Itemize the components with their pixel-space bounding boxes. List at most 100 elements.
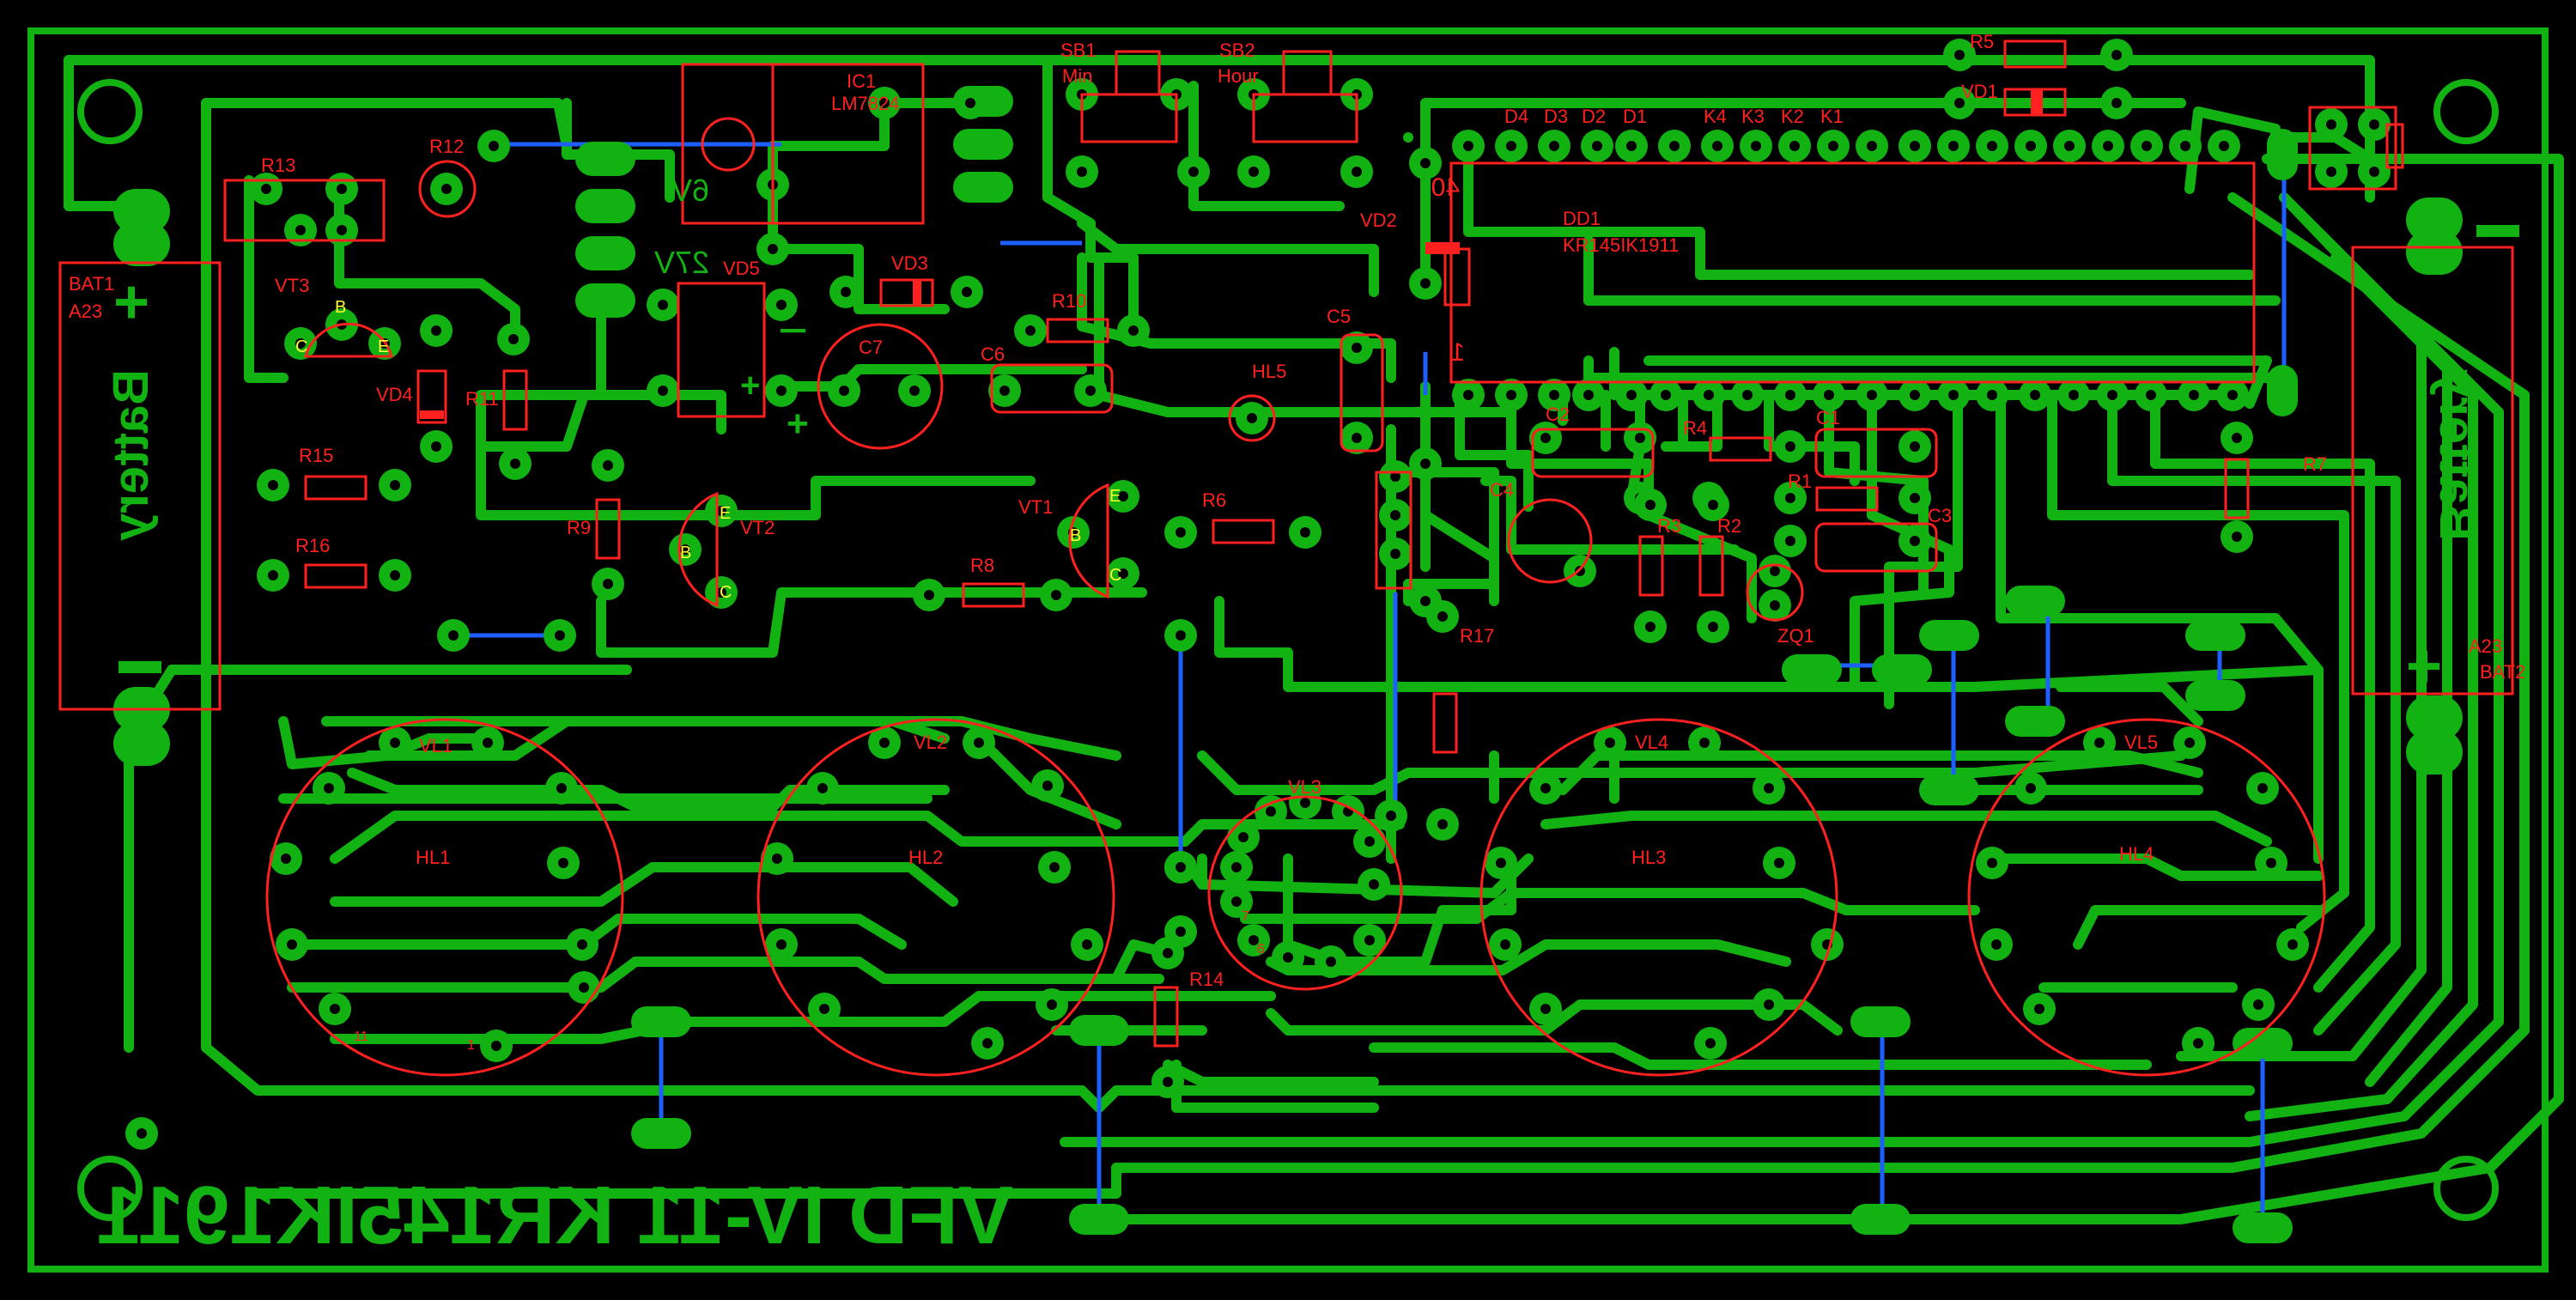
diode-bands xyxy=(420,89,2043,419)
vt2-pin-b: B xyxy=(680,544,691,562)
drill-hole xyxy=(1420,158,1431,168)
drill-hole xyxy=(1824,390,1834,400)
drill-hole xyxy=(579,982,589,993)
label-r17: R17 xyxy=(1460,625,1494,647)
drill-hole xyxy=(879,738,890,748)
drill-hole xyxy=(2257,783,2268,793)
drill-hole xyxy=(556,783,567,793)
drill-hole xyxy=(1463,390,1473,400)
label-k1: K1 xyxy=(1820,106,1844,127)
drill-hole xyxy=(1238,832,1249,842)
drill-hole xyxy=(974,738,984,748)
drill-hole xyxy=(1506,141,1516,151)
drill-hole xyxy=(390,570,400,580)
drill-hole xyxy=(1352,433,1362,443)
drill-hole xyxy=(2232,532,2242,542)
board-outline xyxy=(27,27,2549,1273)
bat2-plus-sign: + xyxy=(2406,632,2442,701)
label-vt2: VT2 xyxy=(740,517,775,538)
drill-hole xyxy=(1742,390,1753,400)
label-c5: C5 xyxy=(1327,306,1351,327)
label-sb1: SB1 xyxy=(1060,39,1097,61)
drill-hole xyxy=(1910,493,1920,503)
label-vl1: VL1 xyxy=(419,735,453,756)
drill-hole xyxy=(1420,596,1431,606)
drill-hole xyxy=(1785,536,1795,546)
label-d4: D4 xyxy=(1504,106,1528,127)
label-c6: C6 xyxy=(981,343,1005,365)
drill-hole xyxy=(2369,119,2379,130)
drill-hole xyxy=(1867,390,1877,400)
label-vd4: VD4 xyxy=(376,384,413,405)
label-r14: R14 xyxy=(1189,969,1224,990)
drill-hole xyxy=(2193,1038,2203,1048)
label-d3: D3 xyxy=(1544,106,1568,127)
drill-hole xyxy=(999,386,1010,396)
drill-hole xyxy=(1991,939,2002,950)
drill-hole xyxy=(879,98,890,108)
label-r15: R15 xyxy=(299,445,333,466)
voltage-27v: 27V xyxy=(654,245,709,280)
label-dd1-pin1: 1 xyxy=(1450,338,1465,367)
label-r1: R1 xyxy=(1788,471,1812,492)
drill-hole xyxy=(1540,433,1551,443)
drill-hole xyxy=(2111,98,2122,108)
drill-hole xyxy=(510,459,520,469)
label-r7: R7 xyxy=(2303,453,2327,475)
vt2-pin-e: E xyxy=(720,504,731,523)
copper-traces xyxy=(64,55,2564,1224)
drill-hole xyxy=(1626,141,1637,151)
mounting-holes xyxy=(77,79,2499,1221)
label-vd3: VD3 xyxy=(891,252,928,274)
label-vl3: VL3 xyxy=(1288,776,1321,798)
drill-hole xyxy=(261,184,271,194)
label-c4: C4 xyxy=(1490,479,1514,501)
drill-hole xyxy=(1352,167,1362,177)
c7-plus-sign: + xyxy=(787,403,809,445)
drill-hole xyxy=(1025,325,1036,336)
silkscreen-labels: IC1 LM7824 DD1 KR145IK1911 40 1 SB1 Min … xyxy=(69,31,2525,1053)
drill-hole xyxy=(1785,390,1795,400)
drill-hole xyxy=(1910,441,1920,452)
drill-hole xyxy=(1176,862,1186,872)
drill-hole xyxy=(909,386,920,396)
drill-hole xyxy=(2232,433,2242,443)
label-vt1: VT1 xyxy=(1018,496,1053,518)
drill-hole xyxy=(281,854,291,864)
drill-hole xyxy=(841,287,851,297)
label-ic1-part: LM7824 xyxy=(831,93,900,114)
drill-hole xyxy=(390,480,400,490)
drill-hole xyxy=(1496,858,1506,868)
drill-hole xyxy=(2103,141,2113,151)
drill-hole xyxy=(1954,98,1965,108)
label-r9: R9 xyxy=(567,517,591,538)
drill-hole xyxy=(2326,167,2336,177)
drill-hole xyxy=(1082,939,1092,950)
label-c1: C1 xyxy=(1816,407,1840,428)
drill-hole xyxy=(1300,527,1310,538)
drill-hole xyxy=(1390,510,1400,520)
drill-hole xyxy=(2180,141,2190,151)
drill-hole xyxy=(577,939,587,950)
drill-hole xyxy=(1770,566,1780,576)
drill-hole xyxy=(1500,939,1510,950)
drill-hole xyxy=(1948,390,1959,400)
drill-hole xyxy=(483,738,493,748)
label-hl3: HL3 xyxy=(1631,847,1666,868)
drill-hole xyxy=(2266,858,2276,868)
label-d2: D2 xyxy=(1582,106,1606,127)
label-r4: R4 xyxy=(1683,417,1707,439)
drill-hole xyxy=(1764,999,1774,1010)
label-vd5: VD5 xyxy=(723,258,760,279)
label-zq1: ZQ1 xyxy=(1777,625,1814,647)
drill-hole xyxy=(295,225,306,235)
drill-hole xyxy=(441,184,452,194)
label-hl2: HL2 xyxy=(908,847,943,868)
drill-hole xyxy=(558,858,568,868)
drill-hole xyxy=(1605,738,1615,748)
label-c2: C2 xyxy=(1546,404,1570,425)
drill-hole xyxy=(1954,50,1965,60)
drill-hole xyxy=(2326,119,2336,130)
drill-hole xyxy=(2064,141,2075,151)
drill-hole xyxy=(489,141,499,151)
